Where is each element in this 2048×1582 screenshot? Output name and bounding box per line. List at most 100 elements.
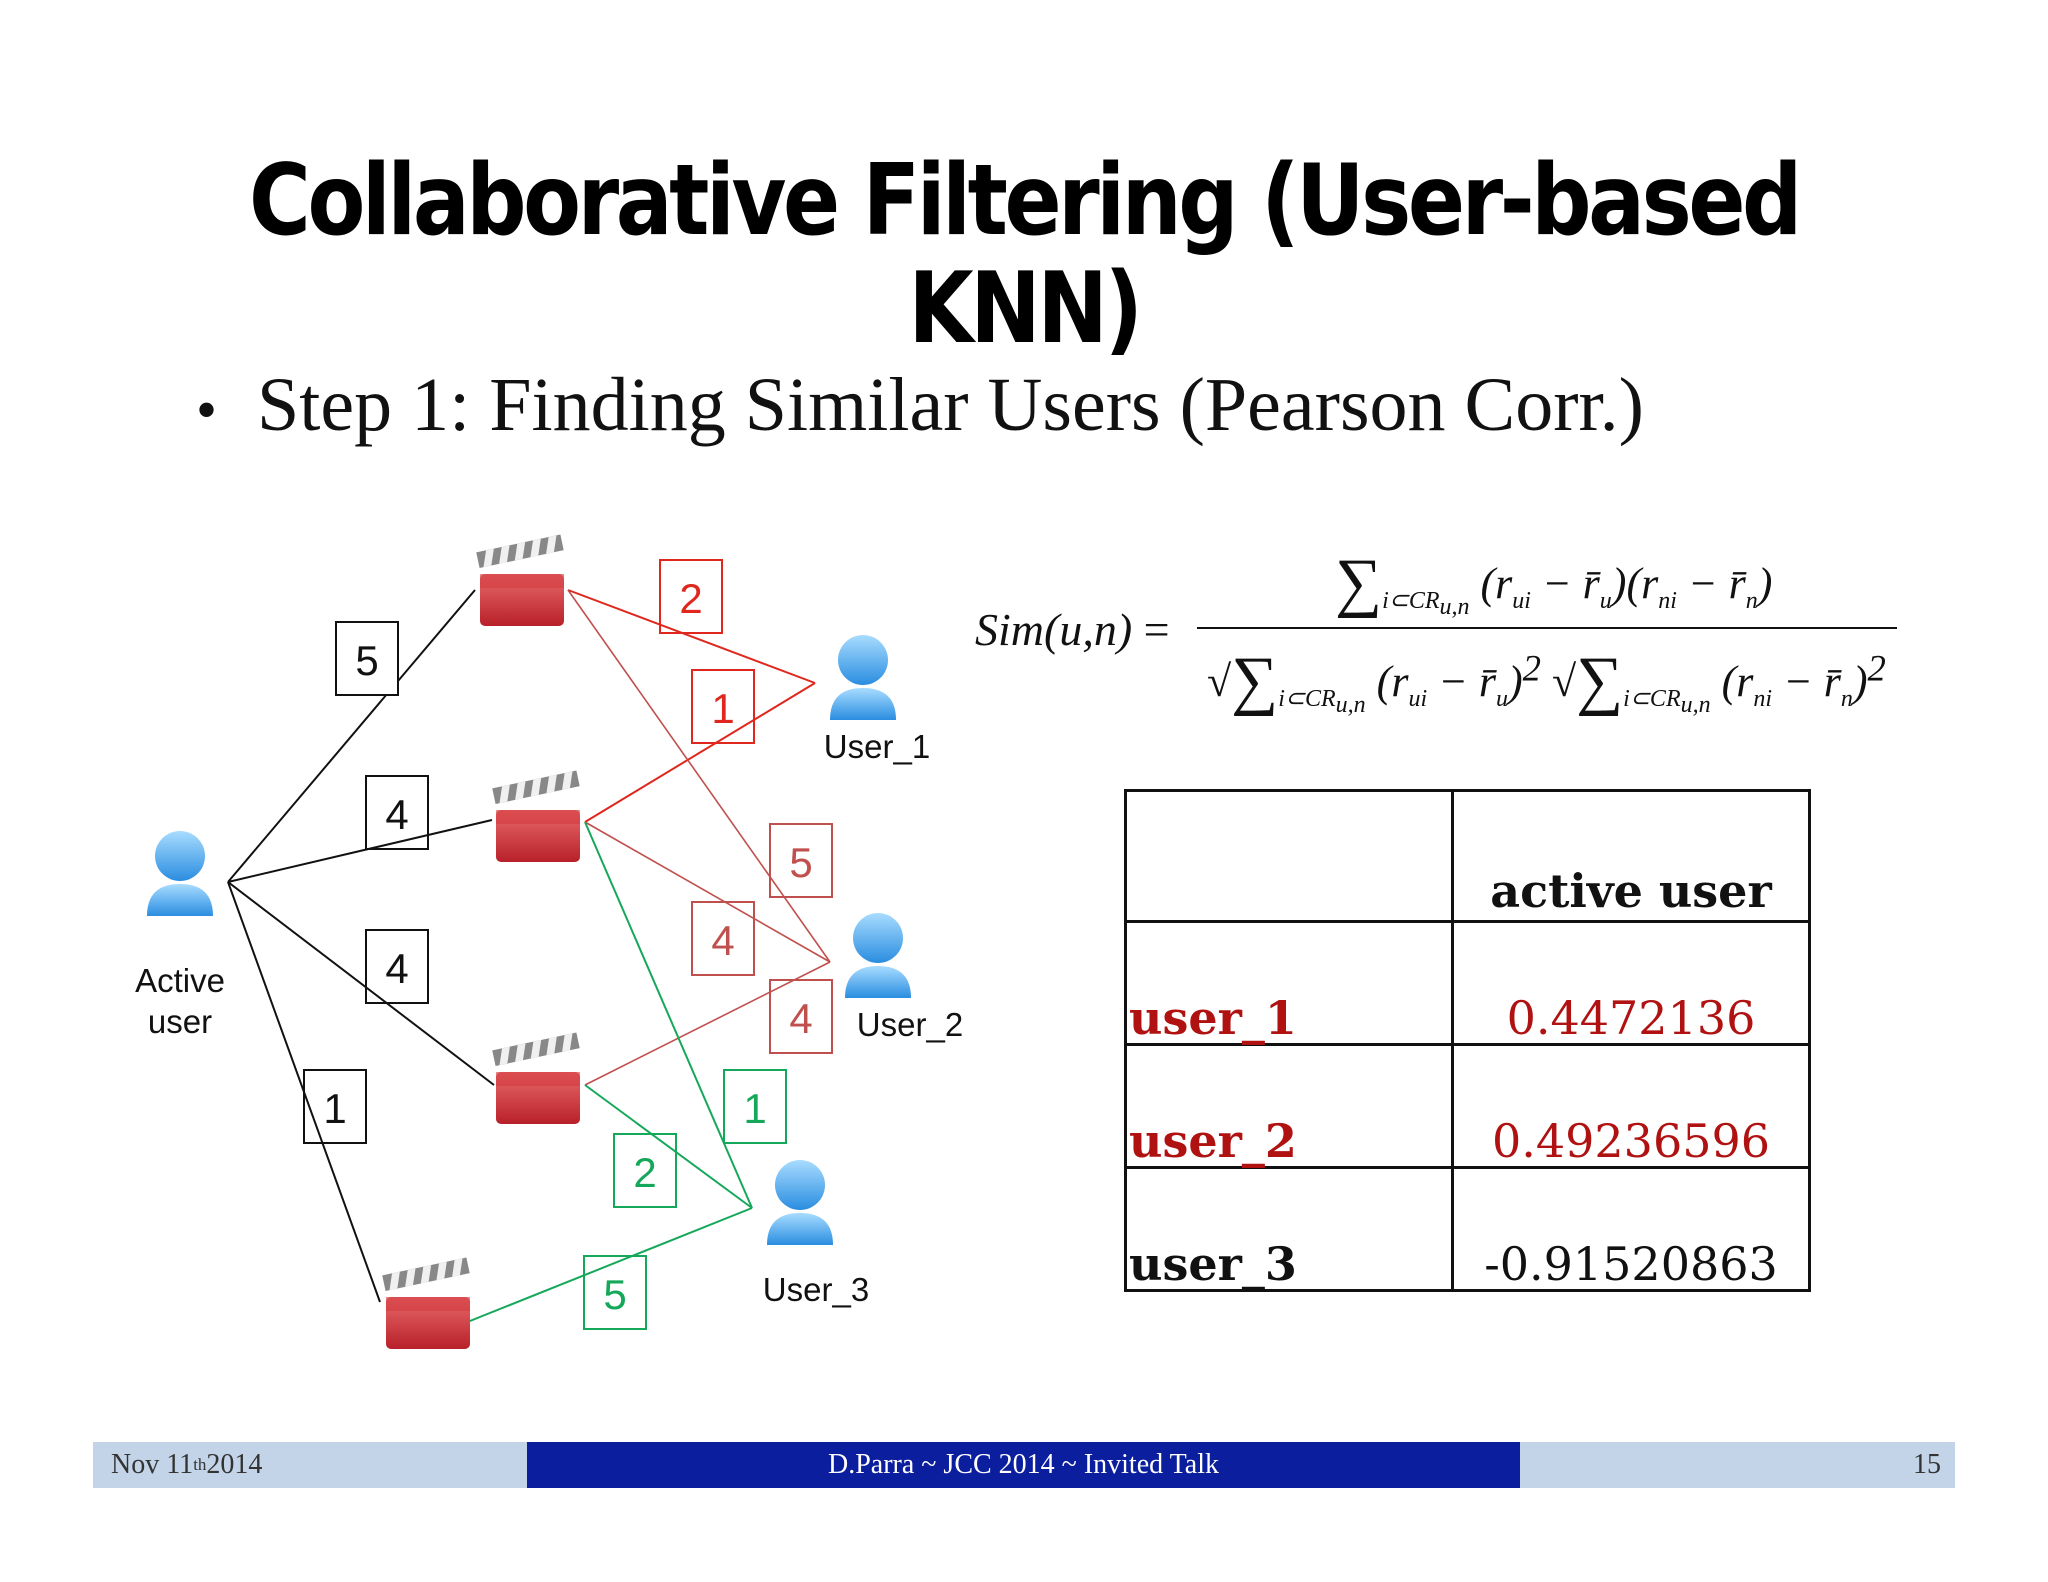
table-user-cell: user_3 bbox=[1124, 1166, 1454, 1292]
movie-icon-4 bbox=[382, 1257, 470, 1349]
movie-icon-2 bbox=[492, 770, 580, 862]
movie-icon-1 bbox=[476, 534, 564, 626]
bullet-dot: • bbox=[196, 377, 218, 443]
term-ui: ui bbox=[1408, 685, 1428, 712]
sum-subscript-uv: u,n bbox=[1680, 691, 1711, 718]
term-rn: )(r bbox=[1611, 559, 1659, 608]
rating-value: 1 bbox=[711, 685, 734, 732]
rating-value: 1 bbox=[743, 1085, 766, 1132]
rating-value: 4 bbox=[385, 945, 408, 992]
table-header-row: active user bbox=[1124, 789, 1811, 923]
formula-denominator: √∑i⊂CRu,n (rui − r̄u)2 √∑i⊂CRu,n (rni − … bbox=[1207, 644, 1886, 718]
user1-label: User_1 bbox=[824, 728, 930, 765]
term-minus-r: − r̄ bbox=[1427, 657, 1496, 706]
formula-numerator: ∑i⊂CRu,n (rui − r̄u)(rni − r̄n) bbox=[1335, 545, 1772, 621]
bullet-text: Step 1: Finding Similar Users (Pearson C… bbox=[257, 363, 1644, 447]
rating-value: 4 bbox=[789, 995, 812, 1042]
sum-symbol: ∑ bbox=[1335, 546, 1383, 619]
rating-value: 4 bbox=[385, 791, 408, 838]
term-minus-r: − r̄ bbox=[1772, 657, 1841, 706]
fraction-bar bbox=[1197, 627, 1897, 629]
rating-value: 5 bbox=[355, 637, 378, 684]
footer-date-sup: th bbox=[193, 1455, 207, 1474]
table-value-cell: 0.4472136 bbox=[1451, 920, 1811, 1046]
rating-box: 4 bbox=[691, 901, 755, 976]
table-value-cell: 0.49236596 bbox=[1451, 1043, 1811, 1169]
formula-lhs: Sim(u,n) = bbox=[975, 603, 1170, 656]
rating-value: 2 bbox=[633, 1149, 656, 1196]
active-user-label-line1: Active bbox=[135, 962, 225, 999]
rating-value: 2 bbox=[679, 575, 702, 622]
term-close: ) bbox=[1757, 559, 1773, 608]
sum-subscript: i⊂CR bbox=[1382, 587, 1440, 614]
formula-equals: = bbox=[1132, 604, 1170, 655]
term-minus-r: − r̄ bbox=[1530, 559, 1600, 608]
term-u: u bbox=[1495, 685, 1508, 712]
sum-symbol: ∑ bbox=[1576, 644, 1624, 717]
term-ni: ni bbox=[1753, 685, 1773, 712]
footer-year: 2014 bbox=[206, 1449, 263, 1480]
table-header-cell bbox=[1124, 789, 1454, 923]
table-row: user_1 0.4472136 bbox=[1124, 920, 1811, 1046]
user3-icon bbox=[767, 1160, 833, 1245]
term-r: (r bbox=[1480, 559, 1513, 608]
sum-subscript-uv: u,n bbox=[1439, 593, 1470, 620]
rating-value: 5 bbox=[603, 1271, 626, 1318]
rating-box: 1 bbox=[691, 669, 755, 744]
table-row: user_2 0.49236596 bbox=[1124, 1043, 1811, 1169]
sum-symbol: ∑ bbox=[1231, 644, 1279, 717]
user3-label: User_3 bbox=[763, 1271, 869, 1308]
table-value-cell: -0.91520863 bbox=[1451, 1166, 1811, 1292]
term-close: ) bbox=[1852, 657, 1868, 706]
term-n: n bbox=[1840, 685, 1853, 712]
footer-page-number: 15 bbox=[1520, 1442, 1955, 1488]
footer-title: D.Parra ~ JCC 2014 ~ Invited Talk bbox=[527, 1442, 1520, 1488]
slide-title: Collaborative Filtering (User-based KNN) bbox=[249, 144, 1802, 366]
term-close: ) bbox=[1507, 657, 1523, 706]
footer-date-text: Nov 11 bbox=[111, 1449, 194, 1480]
user1-icon bbox=[830, 635, 896, 720]
rating-value: 5 bbox=[789, 839, 812, 886]
user1-edges bbox=[567, 589, 816, 823]
user2-label: User_2 bbox=[857, 1006, 963, 1043]
formula-args: (u,n) bbox=[1044, 604, 1133, 655]
table-user-cell: user_1 bbox=[1124, 920, 1454, 1046]
rating-value: 4 bbox=[711, 917, 734, 964]
term-square: 2 bbox=[1867, 647, 1886, 689]
rating-box: 1 bbox=[303, 1069, 367, 1144]
rating-box: 1 bbox=[723, 1069, 787, 1144]
rating-box: 2 bbox=[659, 559, 723, 634]
term-u: u bbox=[1599, 587, 1612, 614]
pearson-formula: Sim(u,n) = ∑i⊂CRu,n (rui − r̄u)(rni − r̄… bbox=[975, 545, 1925, 735]
term-n: n bbox=[1745, 587, 1758, 614]
active-user-label-line2: user bbox=[148, 1003, 212, 1040]
term-r: (r bbox=[1721, 657, 1754, 706]
user2-icon bbox=[845, 913, 911, 998]
rating-box: 4 bbox=[769, 979, 833, 1054]
term-r: (r bbox=[1376, 657, 1409, 706]
term-minus-r: − r̄ bbox=[1676, 559, 1746, 608]
rating-box: 2 bbox=[613, 1133, 677, 1208]
user2-edges bbox=[567, 589, 831, 1086]
rating-box: 4 bbox=[365, 929, 429, 1004]
rating-box: 5 bbox=[769, 823, 833, 898]
term-ui: ui bbox=[1512, 587, 1531, 614]
term-square: 2 bbox=[1522, 647, 1541, 689]
table-header-cell: active user bbox=[1451, 789, 1811, 923]
formula-func: Sim bbox=[975, 604, 1044, 655]
rating-box: 5 bbox=[583, 1255, 647, 1330]
bullet-item: • Step 1: Finding Similar Users (Pearson… bbox=[196, 362, 1644, 449]
rating-value: 1 bbox=[323, 1085, 346, 1132]
active-user-icon bbox=[147, 831, 213, 916]
table-user-cell: user_2 bbox=[1124, 1043, 1454, 1169]
rating-box: 5 bbox=[335, 621, 399, 696]
sum-subscript: i⊂CR bbox=[1278, 685, 1336, 712]
rating-box: 4 bbox=[365, 775, 429, 850]
sum-subscript-uv: u,n bbox=[1335, 691, 1366, 718]
active-user-edges bbox=[227, 589, 495, 1303]
similarity-table: active user user_1 0.4472136 user_2 0.49… bbox=[1124, 789, 1811, 1292]
movie-icon-3 bbox=[492, 1032, 580, 1124]
